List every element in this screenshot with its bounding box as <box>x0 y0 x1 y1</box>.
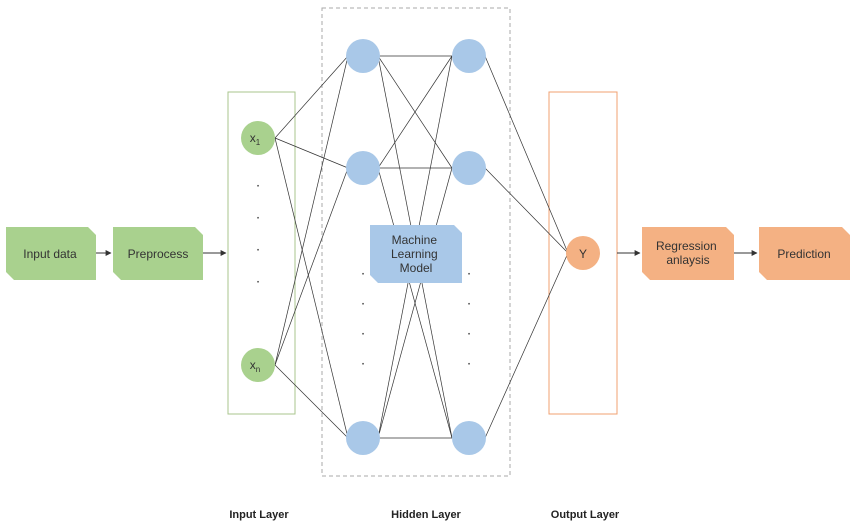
hidden2-dot-1: · <box>467 267 471 281</box>
input-data-box: Input data <box>6 227 96 280</box>
hidden2-ellipsis: · · · · <box>467 267 471 371</box>
xn-label: x <box>250 358 256 372</box>
ml-model-line-3: Model <box>400 261 433 275</box>
input-dot-4: · <box>256 275 260 289</box>
hidden1-dot-3: · <box>361 327 365 341</box>
hidden1-node-3 <box>346 421 380 455</box>
ml-model-line-1: Machine <box>392 233 438 247</box>
hidden2-node-3 <box>452 421 486 455</box>
svg-text:Regression anlaysis: Regression anlaysis <box>656 239 720 267</box>
hidden1-node-2 <box>346 151 380 185</box>
output-node-y: Y <box>566 236 600 270</box>
regression-line-1: Regression <box>656 239 717 253</box>
hidden2-dot-2: · <box>467 297 471 311</box>
input-ellipsis: · · · · <box>256 179 260 289</box>
preprocess-box: Preprocess <box>113 227 203 280</box>
regression-box: Regression anlaysis <box>642 227 734 280</box>
hidden1-dot-2: · <box>361 297 365 311</box>
hidden-layer-label: Hidden Layer <box>391 509 461 521</box>
xn-subscript: n <box>256 365 260 374</box>
prediction-label: Prediction <box>777 247 830 261</box>
input-dot-1: · <box>256 179 260 193</box>
input-data-label: Input data <box>23 247 77 261</box>
svg-text:Machine Learning M: Machine Learning Model <box>391 233 441 275</box>
hidden2-node-2 <box>452 151 486 185</box>
hidden1-dot-4: · <box>361 357 365 371</box>
input-node-xn: xn <box>241 348 275 382</box>
input-layer-label: Input Layer <box>229 509 289 521</box>
ml-model-line-2: Learning <box>391 247 438 261</box>
y-label: Y <box>579 247 587 261</box>
hidden2-dot-3: · <box>467 327 471 341</box>
x1-label: x <box>250 131 256 145</box>
output-layer-label: Output Layer <box>551 509 620 521</box>
hidden2-dot-4: · <box>467 357 471 371</box>
hidden1-ellipsis: · · · · <box>361 267 365 371</box>
input-dot-3: · <box>256 243 260 257</box>
ml-model-box: Machine Learning Model <box>370 225 462 283</box>
svg-text:xn: xn <box>250 358 260 374</box>
hidden-layer-frame <box>321 7 511 477</box>
input-node-x1: x1 <box>241 121 275 155</box>
hidden1-node-1 <box>346 39 380 73</box>
preprocess-label: Preprocess <box>128 247 189 261</box>
svg-text:x1: x1 <box>250 131 261 147</box>
hidden1-dot-1: · <box>361 267 365 281</box>
regression-line-2: anlaysis <box>666 253 709 267</box>
hidden2-node-1 <box>452 39 486 73</box>
prediction-box: Prediction <box>759 227 850 280</box>
x1-subscript: 1 <box>256 138 261 147</box>
input-layer-frame <box>227 91 296 415</box>
input-dot-2: · <box>256 211 260 225</box>
